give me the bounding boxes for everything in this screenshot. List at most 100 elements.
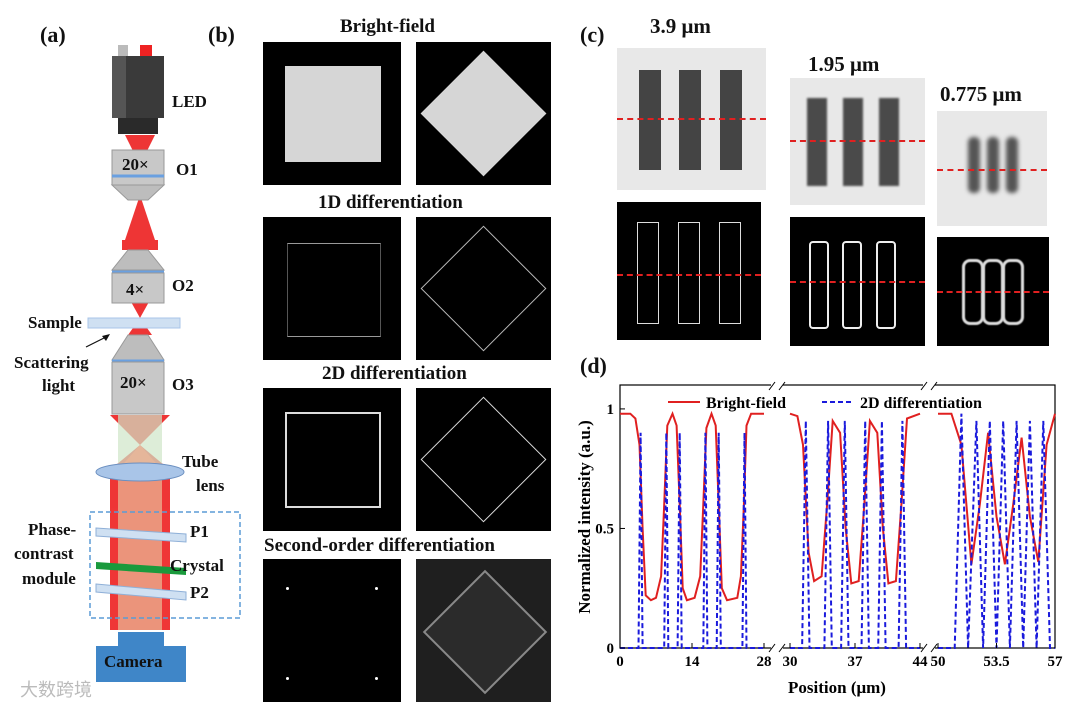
axis-break-mark — [920, 381, 928, 391]
objective-o2 — [110, 249, 166, 304]
watermark: 大数跨境 — [20, 680, 92, 701]
corner-dot — [286, 587, 289, 590]
bar-outline — [842, 241, 862, 329]
plot-frame — [619, 384, 1056, 649]
o3-mag-label: 20× — [120, 373, 147, 392]
axis-break-gap — [923, 644, 935, 652]
sample-slide — [87, 317, 181, 329]
crystal — [96, 562, 186, 575]
polarizer-p2 — [95, 583, 187, 601]
bright-image-3-9 — [617, 48, 766, 190]
row-title-bright-field: Bright-field — [340, 16, 435, 37]
axis-break-mark — [930, 381, 938, 391]
objective-o1 — [110, 149, 166, 201]
objective-o3 — [111, 334, 165, 415]
corner-dot — [375, 587, 378, 590]
series-line-bright-field — [620, 410, 764, 602]
y-tick-label: 0.5 — [595, 521, 614, 537]
bright-image-0-775 — [937, 111, 1047, 226]
o1-label: O1 — [176, 160, 198, 179]
tube-label: Tube — [182, 452, 219, 471]
axis-break-gap — [771, 382, 783, 390]
bar-outline — [637, 222, 659, 324]
y-tick-label: 0 — [607, 641, 615, 657]
panel-c-letter: (c) — [580, 22, 605, 47]
series-line-2d-differentiation — [620, 432, 764, 649]
x-tick-label: 44 — [913, 654, 929, 670]
size-label-3-9: 3.9 μm — [650, 14, 711, 38]
crystal-label: Crystal — [170, 556, 224, 575]
1d-diamond — [416, 217, 551, 360]
bar — [807, 98, 827, 186]
x-tick-label: 14 — [685, 654, 701, 670]
polarizer-p1 — [95, 527, 187, 543]
panel-a-letter: (a) — [40, 22, 66, 47]
series-line-bright-field — [789, 412, 921, 585]
bar-outline — [876, 241, 896, 329]
x-tick-label: 53.5 — [983, 654, 1009, 670]
profile-line — [937, 169, 1047, 171]
bar — [968, 137, 980, 193]
bar — [843, 98, 863, 186]
tube-lens — [95, 462, 185, 482]
x-tick-label: 30 — [783, 654, 798, 670]
square-edges — [285, 412, 381, 508]
bar-outline — [678, 222, 700, 324]
2d-square — [263, 388, 401, 531]
axis-break-gap — [771, 644, 783, 652]
row-title-1d: 1D differentiation — [318, 192, 463, 213]
second-order-square — [263, 559, 401, 702]
bar — [879, 98, 899, 186]
row-title-second-order: Second-order differentiation — [264, 535, 495, 556]
x-tick-label: 57 — [1048, 654, 1064, 670]
size-label-0-775: 0.775 μm — [940, 82, 1022, 106]
camera-label: Camera — [104, 652, 163, 671]
profile-line — [617, 118, 766, 120]
edge-image-1-95 — [790, 217, 925, 346]
bar — [720, 70, 742, 170]
legend-label: 2D differentiation — [860, 395, 982, 412]
phase-contrast-module — [89, 511, 241, 619]
bar — [639, 70, 661, 170]
axis-break-mark — [920, 643, 928, 653]
bar — [1006, 137, 1018, 193]
p2-label: P2 — [190, 583, 209, 602]
bright-field-diamond — [416, 42, 551, 185]
series-line-bright-field — [938, 412, 1056, 565]
scattering-label: Scattering — [14, 353, 89, 372]
o2-label: O2 — [172, 276, 194, 295]
light-label: light — [42, 376, 76, 395]
optical-setup-diagram — [85, 45, 241, 682]
panel-d-letter: (d) — [580, 353, 607, 378]
x-tick-label: 50 — [931, 654, 946, 670]
bright-image-1-95 — [790, 78, 925, 205]
axis-break-mark — [768, 381, 776, 391]
1d-square — [263, 217, 401, 360]
bar — [987, 137, 999, 193]
axis-break-mark — [778, 643, 786, 653]
o3-label: O3 — [172, 375, 194, 394]
profile-line — [790, 140, 925, 142]
bar-outline — [719, 222, 741, 324]
bar-outline — [809, 241, 829, 329]
series-line-2d-differentiation — [938, 413, 1055, 649]
camera-body — [96, 646, 186, 682]
x-tick-label: 28 — [757, 654, 772, 670]
corner-dot — [286, 677, 289, 680]
camera-mount — [118, 632, 164, 646]
bright-field-square — [263, 42, 401, 185]
module-label: module — [22, 569, 76, 588]
edge-image-0-775 — [937, 237, 1049, 346]
size-label-1-95: 1.95 μm — [808, 52, 880, 76]
axis-break-gap — [923, 382, 935, 390]
2d-diamond — [416, 388, 551, 531]
edge-image-3-9 — [617, 202, 761, 340]
axis-break-mark — [778, 381, 786, 391]
x-tick-label: 37 — [848, 654, 864, 670]
series-line-2d-differentiation — [790, 420, 920, 649]
contrast-label: contrast — [14, 544, 74, 563]
led-body — [112, 45, 164, 134]
o2-mag-label: 4× — [126, 280, 145, 299]
x-tick-label: 0 — [616, 654, 624, 670]
x-axis-label: Position (μm) — [788, 678, 886, 697]
